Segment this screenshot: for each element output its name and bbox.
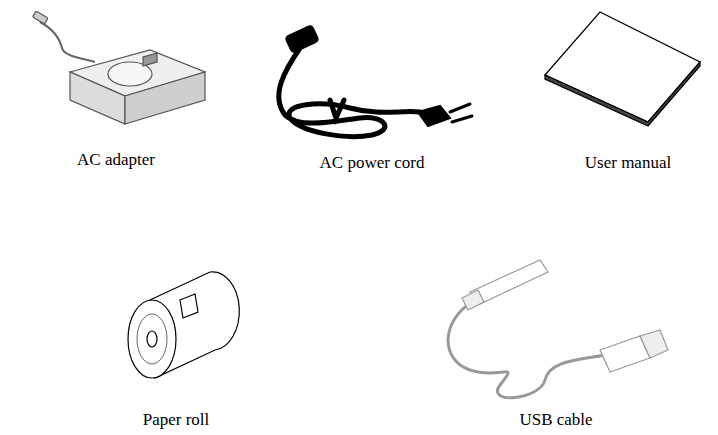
part-label: User manual: [585, 153, 671, 173]
paper-roll-figure: [128, 272, 239, 378]
part-label: Paper roll: [143, 410, 210, 430]
part-label: USB cable: [519, 410, 592, 430]
ac-power-cord-figure: [279, 25, 472, 137]
usb-cable-figure: [448, 260, 668, 398]
user-manual-figure: [545, 12, 700, 126]
ac-adapter-figure: [32, 11, 205, 124]
part-label: AC power cord: [320, 153, 425, 173]
part-label: AC adapter: [77, 150, 155, 170]
